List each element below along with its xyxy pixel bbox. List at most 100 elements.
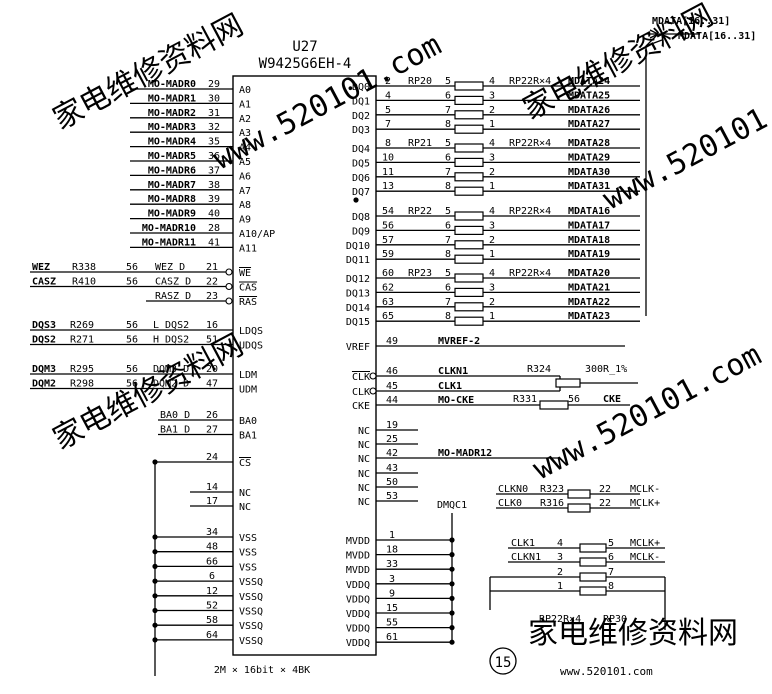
- rpack-pin: 2: [489, 235, 495, 246]
- pin-number: 54: [382, 206, 394, 217]
- active-low-bubble: [369, 372, 377, 380]
- clk-net-label: CLK0: [498, 498, 522, 509]
- pin-number: 20: [206, 364, 218, 375]
- pin-name: DQ1: [352, 96, 370, 107]
- pin-name: LDM: [239, 370, 257, 381]
- junction-dot: [449, 537, 455, 543]
- pin-name: CAS: [239, 283, 257, 294]
- pin-number: 40: [208, 209, 220, 220]
- pin-number: 50: [386, 477, 398, 488]
- pin-number: 19: [386, 420, 398, 431]
- rpack-pin: 2: [489, 167, 495, 178]
- resistor: [567, 489, 591, 499]
- rpack-pin: 8: [608, 581, 614, 592]
- pin-number: 9: [389, 588, 395, 599]
- resistor-value: 22: [599, 498, 611, 509]
- ctrl-net-label: WEZ: [32, 262, 50, 273]
- resistor-ref: R298: [70, 379, 94, 390]
- resistor-pack-element: [454, 302, 484, 312]
- data-net-label: MDATA31: [568, 181, 610, 192]
- pin-name: A2: [239, 114, 251, 125]
- data-bus: [645, 39, 663, 47]
- junction-dot: [449, 595, 455, 602]
- pin-number: 59: [382, 249, 394, 260]
- resistor-pack-element: [454, 157, 484, 167]
- rpack-ref: RP30: [603, 614, 627, 625]
- pin-number: 15: [386, 603, 398, 614]
- watermark-text: www.520101.com: [527, 337, 767, 487]
- dqs-net-label: DQS3: [32, 320, 56, 331]
- junction-dot: [152, 534, 158, 540]
- junction-dot: [152, 622, 158, 628]
- junction-dot: [449, 610, 455, 616]
- clk-net-label: CLKN1: [438, 366, 468, 377]
- pin-number: 52: [206, 601, 218, 612]
- pin-name: DQ8: [352, 212, 370, 223]
- rpack-pin: 7: [445, 297, 451, 308]
- pin-number: 57: [382, 235, 394, 246]
- resistor-pack-element: [454, 287, 484, 297]
- pin-name: BA0: [239, 416, 257, 427]
- rpack-pin: 4: [489, 268, 495, 279]
- pin-number: 65: [382, 311, 394, 322]
- data-net-label: MDATA22: [568, 297, 610, 308]
- pin-number: 17: [206, 496, 218, 507]
- junction-dot: [152, 593, 158, 599]
- rpack-ref: RP23: [408, 268, 432, 279]
- pin-name: DQ13: [346, 288, 370, 299]
- resistor-value: 56: [568, 394, 580, 405]
- rpack-type: RP22R×4: [509, 76, 551, 87]
- rpack-pin: 1: [489, 249, 495, 260]
- data-net-label: MDATA30: [568, 167, 610, 178]
- bus-arrow: [649, 29, 660, 39]
- pin-number: 60: [382, 268, 394, 279]
- bank-net-label: BA0_D: [160, 410, 190, 421]
- resistor-pack-element: [454, 211, 484, 221]
- vref-net-label: MVREF-2: [438, 336, 480, 347]
- rpack-pin: 8: [445, 249, 451, 260]
- data-net-label: MDATA23: [568, 311, 610, 322]
- pin-number: 38: [208, 180, 220, 191]
- junction-dot: [152, 459, 158, 465]
- resistor-pack-element: [454, 186, 484, 196]
- pin-name: NC: [358, 497, 370, 508]
- resistor-ref: R338: [72, 262, 96, 273]
- pin-name: DQ10: [346, 241, 370, 252]
- rpack-pin: 1: [557, 581, 563, 592]
- pin-name: NC: [358, 426, 370, 437]
- rpack-pin: 5: [608, 538, 614, 549]
- pin-name: A0: [239, 85, 251, 96]
- pin-name: VSSQ: [239, 636, 263, 647]
- resistor-value: 56: [126, 262, 138, 273]
- resistor-value: 56: [126, 379, 138, 390]
- ctrl-net-label: RASZ_D: [155, 291, 191, 302]
- pin-number: 55: [386, 618, 398, 629]
- dqs-net-label: DQS2: [32, 335, 56, 346]
- pin-number: 11: [382, 167, 394, 178]
- pin-name: DQ0: [352, 82, 370, 93]
- pin-name: A7: [239, 186, 251, 197]
- dqm-net-label: DQM3_D: [153, 364, 189, 375]
- resistor: [567, 503, 591, 513]
- rpack-pin: 4: [489, 76, 495, 87]
- pin-name: CLK: [352, 387, 370, 398]
- pin-number: 22: [206, 277, 218, 288]
- power-net-label: DMQC1: [437, 500, 467, 511]
- pin-name: UDQS: [239, 341, 263, 352]
- resistor-value: 300R_1%: [585, 364, 627, 375]
- bus-entry: [640, 224, 646, 230]
- pin-name: VDDQ: [346, 624, 370, 635]
- pin-name: DQ4: [352, 144, 370, 155]
- pin-name: DQ12: [346, 274, 370, 285]
- page-number-circle: [489, 647, 517, 675]
- resistor-pack-element: [579, 543, 607, 553]
- junction-dot: [152, 607, 158, 614]
- pin-number: 6: [209, 571, 215, 582]
- pin-number: 49: [386, 336, 398, 347]
- ctrl-net-label: CASZ: [32, 277, 56, 288]
- pin-number: 3: [389, 574, 395, 585]
- bus-entry: [640, 94, 646, 100]
- resistor-pack-element: [454, 81, 484, 91]
- rpack-pin: 2: [489, 297, 495, 308]
